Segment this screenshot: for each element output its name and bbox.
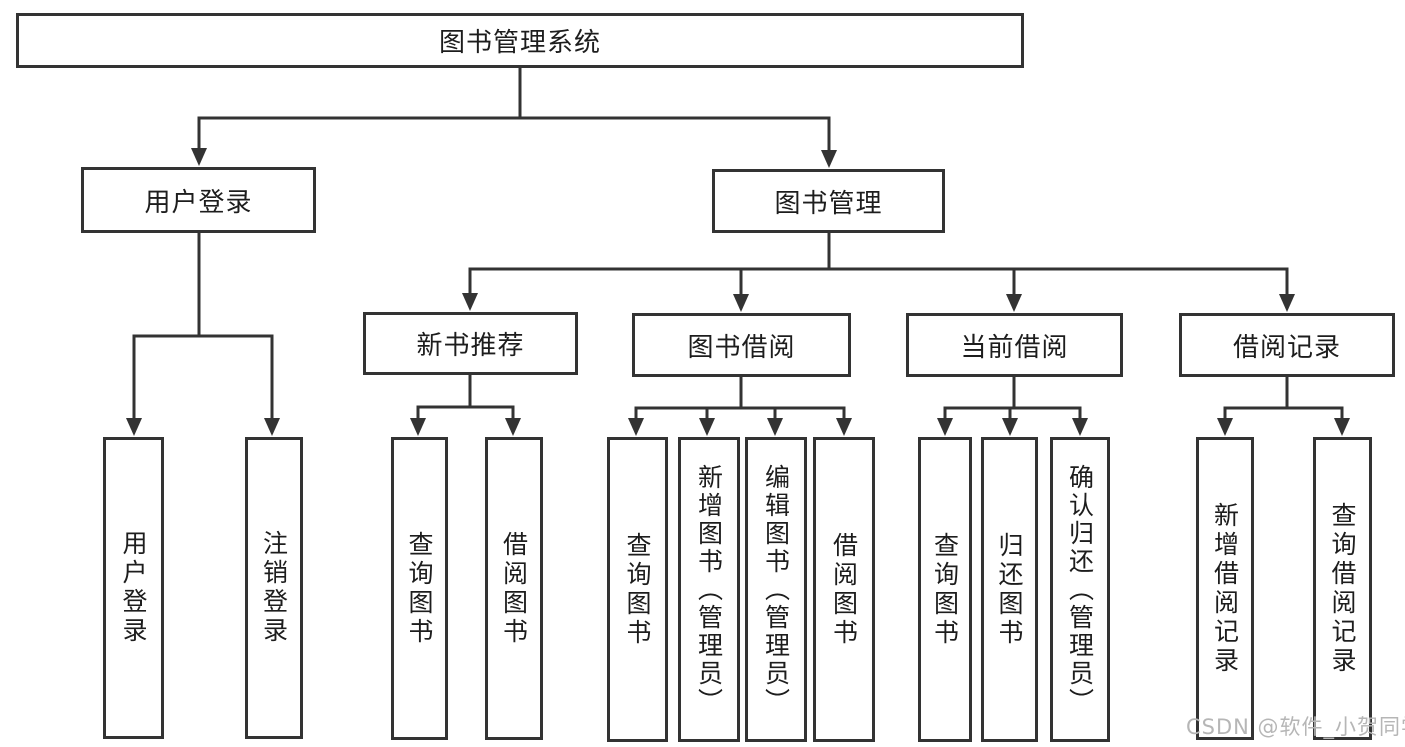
leaf-borrow-books-recommend-label: 借阅图书 [499,530,529,647]
connector-bookmgmt-branch [468,233,1289,299]
leaf-user-login-label: 用户登录 [119,530,148,646]
connector-bookborrow-branch [634,377,846,424]
node-new-book-recommend-label: 新书推荐 [416,331,525,361]
leaf-edit-books-admin-label: 编辑图书（管理员） [761,463,791,716]
leaf-query-books-recommend-label: 查询图书 [405,530,434,647]
node-borrowing-records-label: 借阅记录 [1232,332,1341,363]
leaf-add-books-admin-label: 新增图书（管理员） [694,463,724,716]
leaf-query-books-current-label: 查询图书 [930,531,960,648]
node-book-borrowing: 图书借阅 [632,313,851,377]
leaf-query-borrow-record: 查询借阅记录 [1313,437,1372,740]
leaf-logout-label: 注销登录 [259,530,289,646]
leaf-query-books-current: 查询图书 [918,437,972,742]
leaf-query-books-borrowing-label: 查询图书 [623,531,652,648]
node-book-borrowing-label: 图书借阅 [687,332,796,363]
node-current-borrowing: 当前借阅 [906,313,1123,377]
csdn-watermark: CSDN @软件_小贺同学 [1186,715,1405,739]
leaf-query-books-borrowing: 查询图书 [607,437,668,742]
leaf-confirm-return-admin-label: 确认归还（管理员） [1065,463,1095,716]
leaf-query-books-recommend: 查询图书 [391,437,448,740]
leaf-logout: 注销登录 [245,437,303,739]
node-user-login-label: 用户登录 [144,187,253,218]
node-book-management-label: 图书管理 [774,188,883,219]
node-root-system: 图书管理系统 [16,13,1024,68]
leaf-add-books-admin: 新增图书（管理员） [678,437,740,742]
connector-newbook-branch [416,375,515,424]
node-new-book-recommend: 新书推荐 [363,312,578,375]
leaf-query-borrow-record-label: 查询借阅记录 [1328,501,1357,676]
node-book-management: 图书管理 [712,169,945,233]
node-current-borrowing-label: 当前借阅 [960,332,1069,363]
node-root-system-label: 图书管理系统 [438,28,601,58]
arrowheads [126,148,1350,436]
leaf-borrow-books-borrowing-label: 借阅图书 [829,531,859,648]
connector-currentborrow-branch [943,377,1082,424]
connector-records-branch [1223,377,1344,424]
leaf-add-borrow-record-label: 新增借阅记录 [1210,501,1240,676]
leaf-return-books-label: 归还图书 [995,531,1024,648]
leaf-confirm-return-admin: 确认归还（管理员） [1050,437,1110,742]
leaf-user-login: 用户登录 [103,437,164,739]
connector-userlogin-branch [132,233,274,424]
leaf-borrow-books-recommend: 借阅图书 [485,437,543,740]
leaf-add-borrow-record: 新增借阅记录 [1196,437,1254,740]
leaf-return-books: 归还图书 [981,437,1038,742]
leaf-borrow-books-borrowing: 借阅图书 [813,437,875,742]
node-user-login: 用户登录 [81,167,316,233]
connector-root-branch [197,116,831,154]
node-borrowing-records: 借阅记录 [1179,313,1395,377]
leaf-edit-books-admin: 编辑图书（管理员） [745,437,807,742]
